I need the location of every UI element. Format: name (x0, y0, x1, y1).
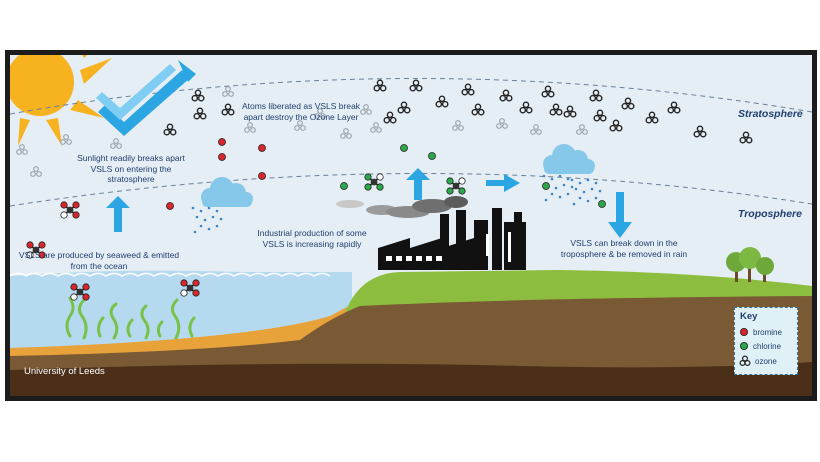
factory-smoke (336, 196, 468, 218)
key-item-bromine: bromine (739, 326, 782, 338)
ocean-waves (10, 272, 331, 277)
key-item-chlorine: chlorine (739, 340, 781, 352)
trees-icon (726, 247, 774, 282)
deep-soil (10, 362, 812, 396)
key-label-bromine: bromine (753, 327, 782, 337)
seaweed-label: VSLS are produced by seaweed & emitted f… (18, 250, 180, 271)
key-label-chlorine: chlorine (753, 341, 782, 351)
bromine-swatch (740, 328, 748, 336)
ozone-icon (739, 355, 751, 367)
stratosphere-label: Stratosphere (738, 108, 803, 120)
industrial-label: Industrial production of some VSLS is in… (257, 228, 367, 249)
atoms-label: Atoms liberated as VSLS break apart dest… (241, 101, 361, 122)
key-item-ozone: ozone (739, 355, 777, 367)
sunlight-arrow-icon (96, 60, 196, 136)
rain-label: VSLS can break down in the troposphere &… (560, 238, 688, 259)
free-atoms (166, 138, 606, 210)
sunlight-label: Sunlight readily breaks apart VSLS on en… (77, 153, 185, 184)
troposphere-label: Troposphere (738, 208, 802, 220)
key-legend: Key bromine chlorine ozone (734, 307, 798, 375)
seaweed (65, 296, 196, 340)
key-label-ozone: ozone (755, 356, 777, 366)
key-title: Key (740, 311, 758, 322)
upward-arrows (106, 168, 632, 238)
chlorine-swatch (740, 342, 748, 350)
credit-label: University of Leeds (24, 366, 105, 377)
sun-icon (10, 55, 112, 146)
